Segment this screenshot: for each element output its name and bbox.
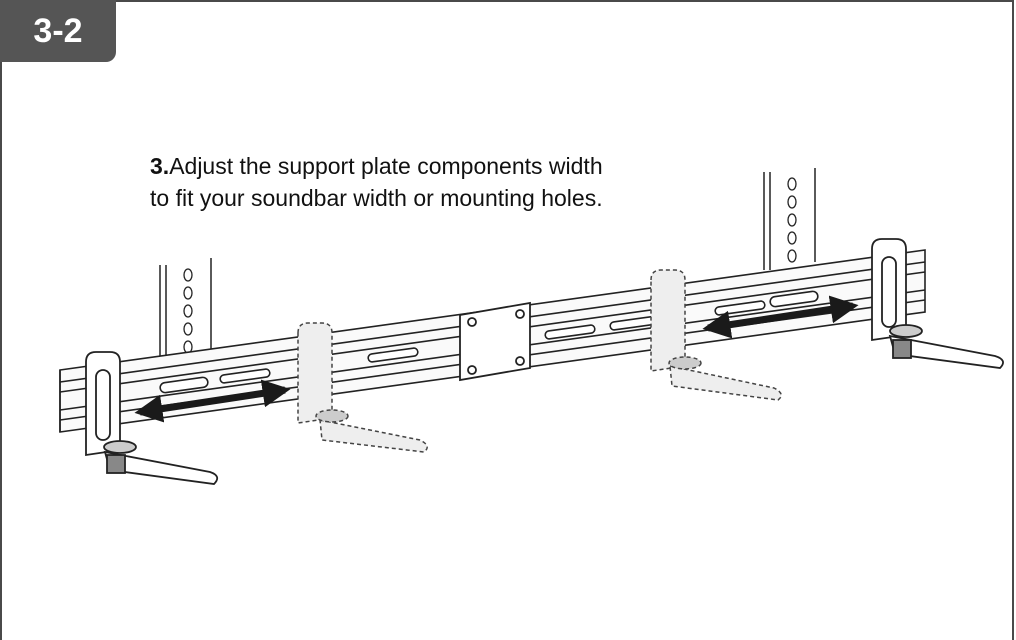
instruction-line-2: to fit your soundbar width or mounting h…: [150, 185, 603, 211]
instruction-text: 3.Adjust the support plate components wi…: [150, 150, 710, 214]
width-arrow-left: [134, 379, 291, 423]
wall-upright-right: [763, 168, 816, 270]
support-bracket-ghost-left: [297, 322, 428, 453]
width-arrow-right: [702, 295, 859, 339]
step-badge-label: 3-2: [33, 11, 83, 50]
instruction-line-1-text: Adjust the support plate components widt…: [169, 153, 603, 179]
support-bracket-ghost-right: [650, 269, 782, 401]
instruction-number: 3.: [150, 153, 170, 179]
step-badge: 3-2: [0, 0, 116, 62]
instruction-line-1: 3.Adjust the support plate components wi…: [150, 150, 710, 182]
center-plate: [459, 301, 531, 382]
support-bracket-right: [871, 238, 1004, 369]
support-bracket-left: [85, 351, 219, 485]
wall-upright-left: [159, 258, 212, 360]
